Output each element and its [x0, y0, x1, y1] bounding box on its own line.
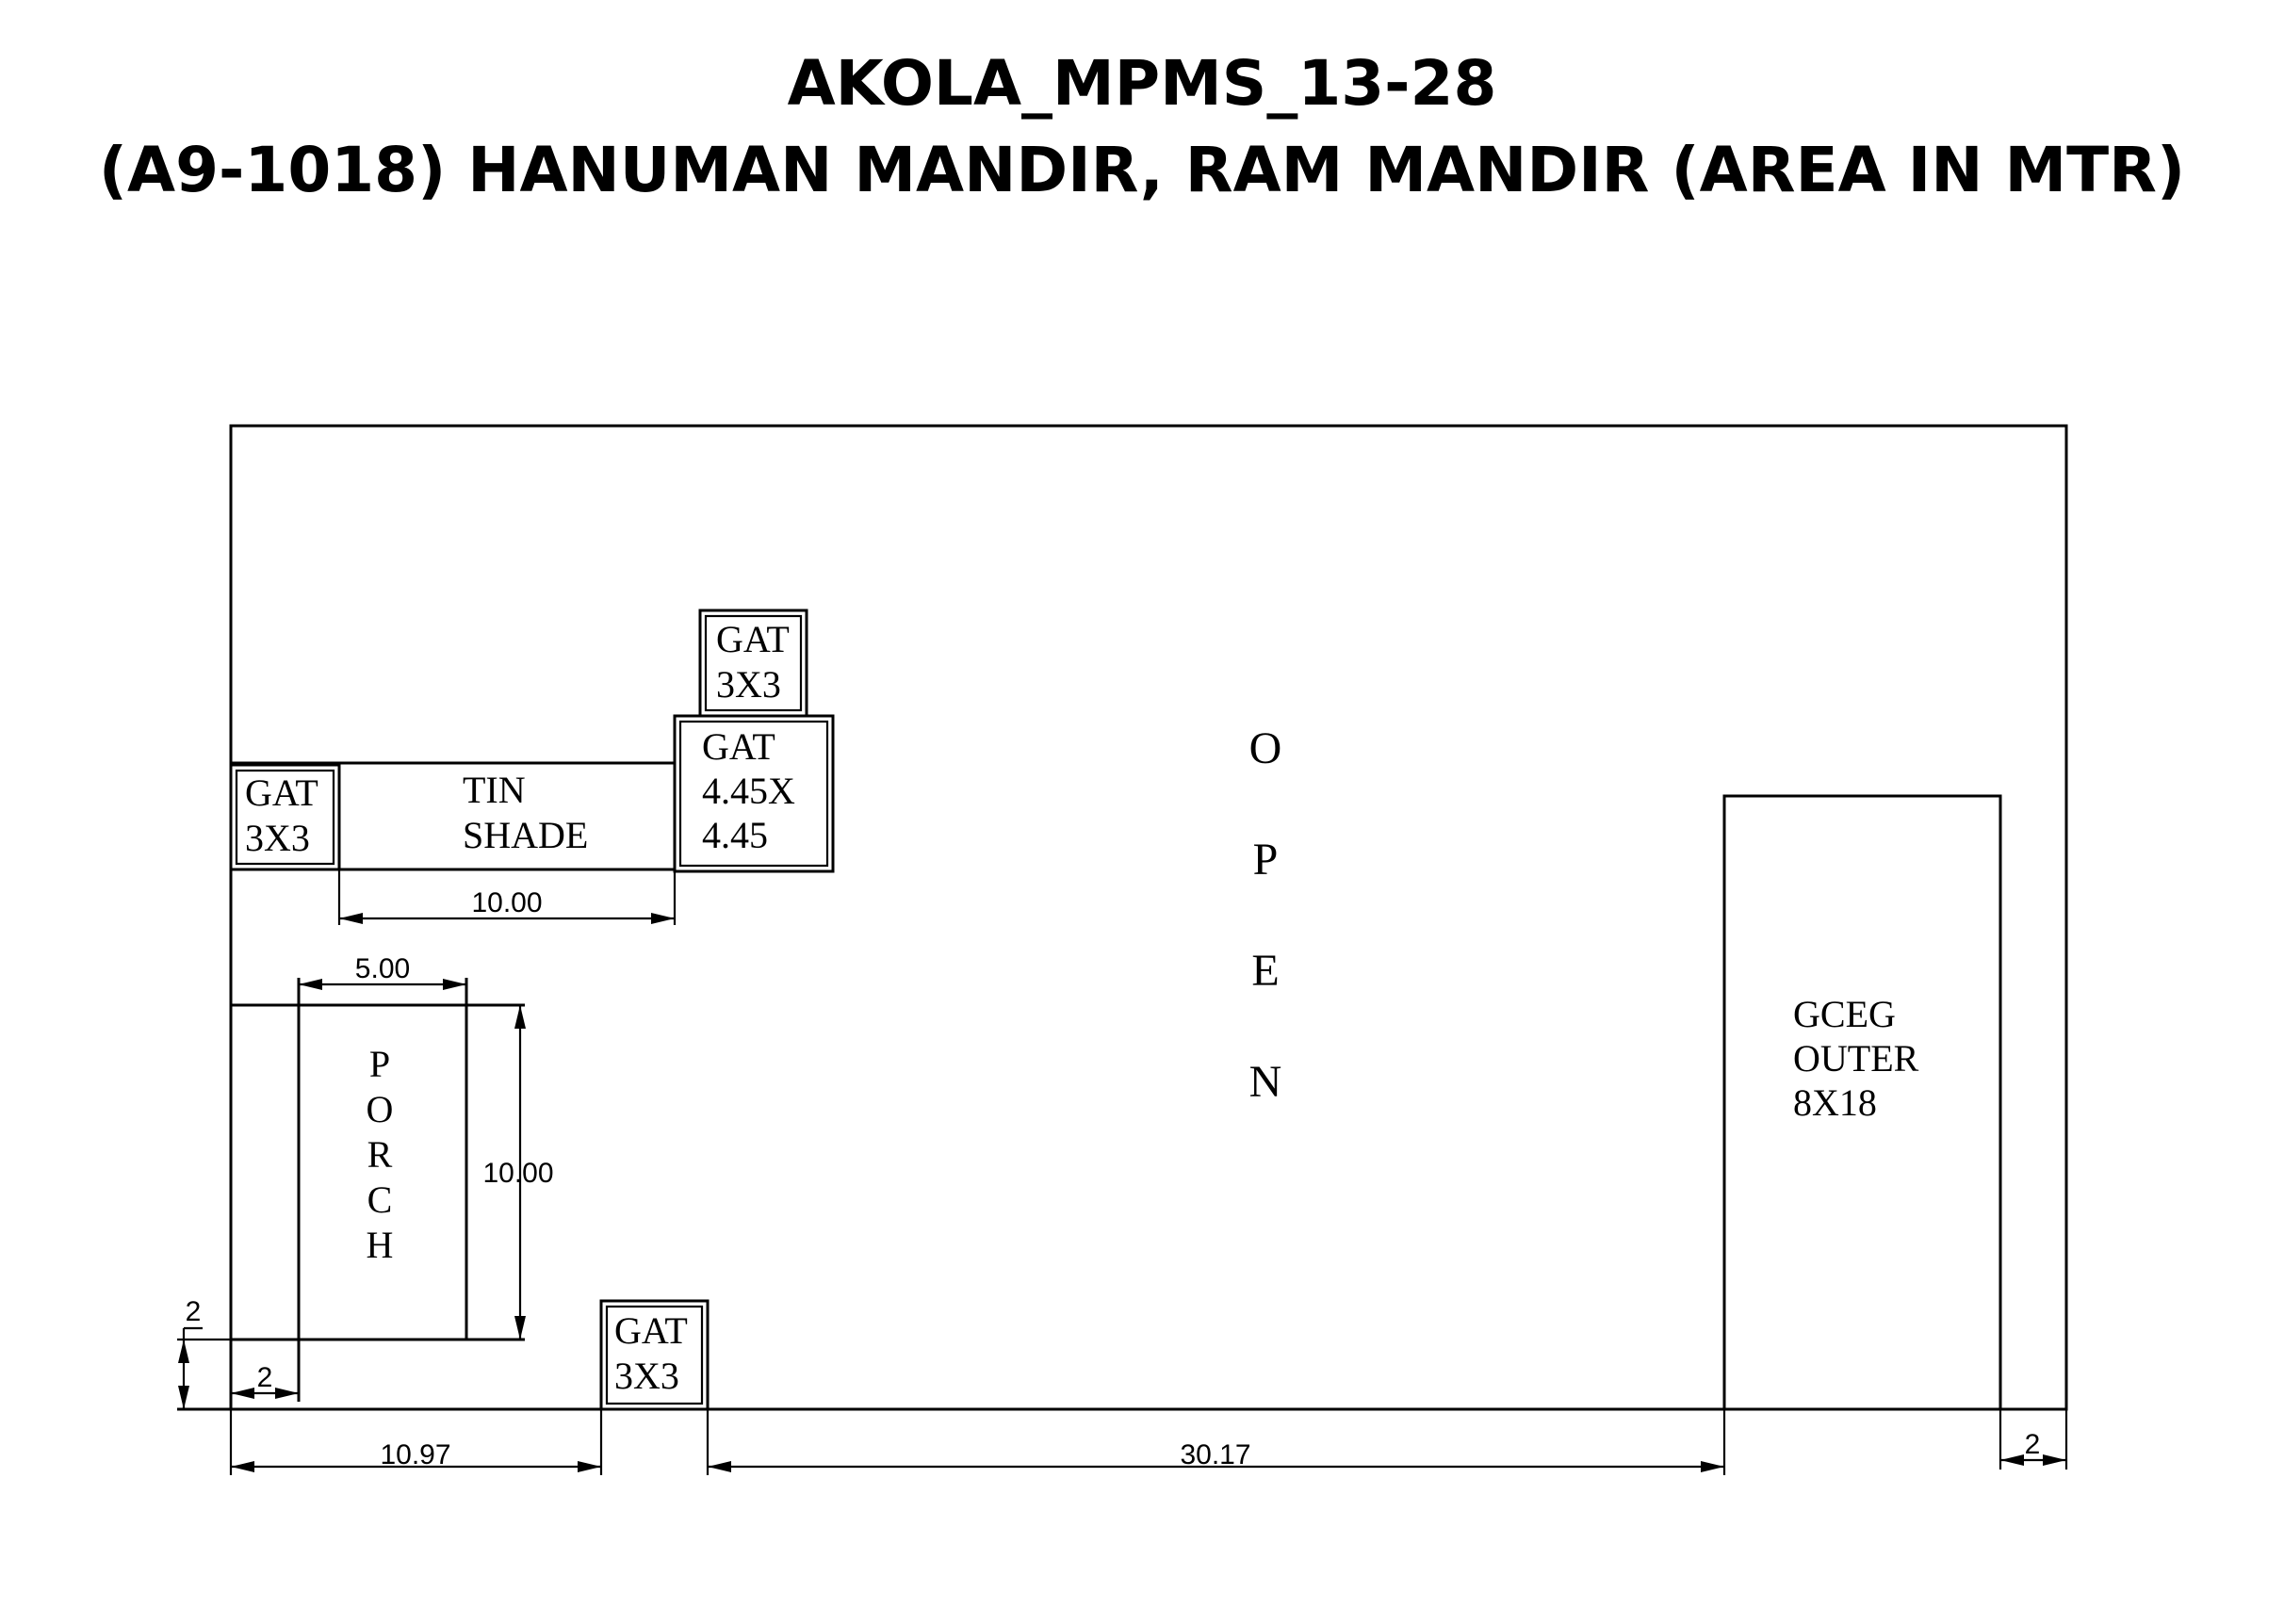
dim-tin-shade-width: 10.00	[337, 869, 677, 925]
porch-letter-o: O	[367, 1088, 394, 1130]
porch-letter-h: H	[367, 1224, 394, 1266]
porch-letter-p: P	[369, 1043, 390, 1085]
gat-top-label-2: 3X3	[716, 663, 781, 706]
open-area-label: O P E N	[1249, 723, 1282, 1107]
gat-bottom-label-1: GAT	[614, 1309, 688, 1352]
dim-tin-shade-width-text: 10.00	[471, 887, 542, 918]
dim-setback-right-text: 2	[2025, 1429, 2041, 1460]
porch-letter-c: C	[367, 1178, 393, 1221]
gat-top-block: GAT 3X3	[698, 609, 808, 718]
dim-setback-vertical: 2	[177, 1296, 299, 1409]
porch-block: P O R C H	[231, 978, 525, 1402]
gat-bottom-label-2: 3X3	[614, 1355, 679, 1397]
gceg-outer-block: GCEG OUTER 8X18	[1722, 794, 2002, 1409]
dim-porch-width: 5.00	[299, 953, 468, 1005]
open-letter-o: O	[1249, 723, 1282, 773]
open-letter-p: P	[1253, 835, 1279, 885]
dim-porch-height-text: 10.00	[482, 1158, 553, 1189]
drawing-subtitle: (A9-1018) HANUMAN MANDIR, RAM MANDIR (AR…	[98, 134, 2186, 206]
dim-setback-left: 2	[231, 1362, 299, 1399]
gat-left-label-1: GAT	[245, 771, 318, 814]
gat-center-label-2: 4.45X	[702, 770, 795, 812]
dim-porch-width-text: 5.00	[355, 953, 410, 984]
gceg-label-1: GCEG	[1793, 993, 1896, 1035]
gceg-label-3: 8X18	[1793, 1081, 1877, 1124]
dim-setback-left-text: 2	[257, 1362, 273, 1393]
gat-left-label-2: 3X3	[245, 817, 310, 859]
tin-shade-label-1: TIN	[463, 769, 526, 811]
drawing-title: AKOLA_MPMS_13-28	[787, 47, 1497, 120]
dim-bottom-left-text: 10.97	[380, 1439, 450, 1470]
gat-center-label-3: 4.45	[702, 814, 768, 856]
open-letter-e: E	[1251, 946, 1279, 996]
gat-top-label-1: GAT	[716, 618, 790, 660]
open-letter-n: N	[1249, 1057, 1282, 1107]
tin-shade-label-2: SHADE	[463, 814, 588, 856]
gceg-label-2: OUTER	[1793, 1037, 1919, 1080]
dim-bottom-middle-text: 30.17	[1180, 1439, 1250, 1470]
dim-porch-height: 10.00	[482, 1005, 554, 1340]
porch-letter-r: R	[367, 1133, 393, 1176]
dim-setback-right: 2	[1998, 1409, 2068, 1470]
dim-bottom-left: 10.97	[229, 1409, 603, 1475]
plot-boundary	[229, 424, 2068, 1411]
dim-bottom-middle: 30.17	[706, 1409, 1726, 1475]
dim-setback-vertical-text: 2	[186, 1296, 202, 1327]
gat-center-label-1: GAT	[702, 725, 775, 768]
gat-left-block: GAT 3X3	[229, 763, 341, 871]
gat-center-block: GAT 4.45X 4.45	[673, 714, 835, 873]
gat-bottom-block: GAT 3X3	[599, 1299, 710, 1411]
